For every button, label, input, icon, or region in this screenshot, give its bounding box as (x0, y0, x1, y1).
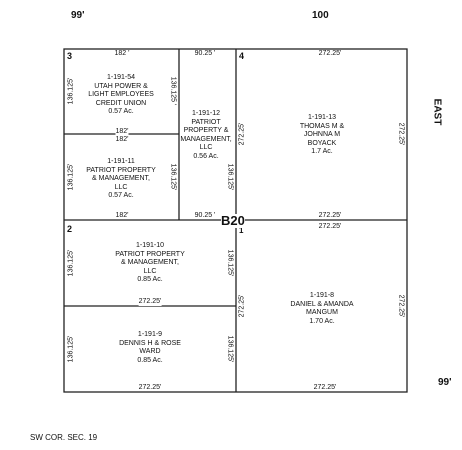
dim-right-lot12: 136.125' (226, 163, 234, 191)
dim-mid-lot11: 182' (115, 136, 129, 143)
owner-line: UTAH POWER & (94, 82, 148, 90)
owner-line: LIGHT EMPLOYEES (88, 91, 154, 98)
owner-line: LLC (143, 267, 157, 275)
owner-line: MANAGEMENT, (180, 135, 232, 143)
dim-left-lot13: 272.25' (238, 122, 246, 146)
owner-line: PATRIOT (191, 118, 221, 126)
dim-left-lot54: 136.125' (67, 77, 75, 105)
dim-top-lot8: 272.25' (318, 223, 342, 230)
lot-1-191-54[interactable]: 1-191-54 UTAH POWER & LIGHT EMPLOYEES CR… (88, 74, 154, 117)
dim-bottom-lot13: 272.25' (318, 212, 342, 219)
parcel-id: 1-191-9 (137, 331, 163, 338)
corner-note: SW COR. SEC. 19 (30, 433, 98, 442)
road-name-east: EAST (431, 98, 443, 126)
dim-right-lot10: 136.125' (226, 249, 234, 277)
owner-line: BOYACK (307, 139, 337, 147)
lot-1-191-13[interactable]: 1-191-13 THOMAS M & JOHNNA M BOYACK 1.7 … (300, 114, 344, 157)
dim-left-lot10: 136.125' (67, 249, 75, 277)
owner-line: THOMAS M & (299, 122, 345, 130)
owner-line: PATRIOT PROPERTY (86, 166, 156, 174)
parcel-area: 1.7 Ac. (311, 148, 333, 155)
dim-mid-lot10: 272.25' (138, 298, 162, 306)
owner-line: & MANAGEMENT, (121, 259, 179, 266)
dim-top-lot13: 272.25' (318, 50, 342, 57)
dim-bottom-lot12: 90.25 ' (194, 212, 216, 219)
parcel-area: 0.57 Ac. (108, 108, 134, 115)
dim-left-lot9: 136.125' (67, 335, 75, 363)
road-width-top-left: 99' (71, 10, 85, 21)
parcel-id: 1-191-11 (107, 158, 135, 165)
parcel-area: 0.56 Ac. (193, 152, 219, 160)
parcel-area: 0.85 Ac. (137, 356, 163, 364)
owner-line: DENNIS H & ROSE (119, 339, 181, 347)
parcel-area: 1.70 Ac. (309, 317, 335, 325)
lot-1-191-12[interactable]: 1-191-12 PATRIOT PROPERTY & MANAGEMENT, … (180, 110, 231, 161)
block-number-4: 4 (239, 51, 245, 61)
dim-mid-lot54: 182' (115, 128, 129, 136)
owner-line: LLC (114, 183, 128, 191)
dim-left-lot8: 272.25' (238, 294, 246, 318)
lot-1-191-9[interactable]: 1-191-9 DENNIS H & ROSE WARD 0.85 Ac. (119, 331, 181, 365)
block-label: B20 (221, 213, 245, 228)
owner-line: CREDIT UNION (95, 99, 147, 107)
lot-1-191-10[interactable]: 1-191-10 PATRIOT PROPERTY & MANAGEMENT, … (115, 242, 185, 285)
dim-top-lot12: 90.25 ' (194, 50, 216, 57)
owner-line: PATRIOT PROPERTY (115, 250, 185, 258)
dim-right-lot8: 272.25' (397, 294, 405, 318)
owner-line: WARD (139, 348, 161, 355)
lot-1-191-11[interactable]: 1-191-11 PATRIOT PROPERTY & MANAGEMENT, … (86, 158, 156, 201)
dim-right-lot9: 136.125' (226, 335, 234, 363)
road-number-top: 100 (312, 10, 329, 21)
block-number-2: 2 (67, 224, 73, 234)
block-number-1: 1 (239, 226, 244, 235)
dim-right-lot54: 136.125 ' (169, 76, 177, 106)
dim-top-lot54: 182 ' (114, 50, 130, 57)
dim-right-lot13: 272.25' (397, 122, 405, 146)
owner-line: JOHNNA M (303, 131, 341, 138)
lot-1-191-8[interactable]: 1-191-8 DANIEL & AMANDA MANGUM 1.70 Ac. (290, 292, 353, 326)
owner-line: PROPERTY & (183, 127, 229, 134)
parcel-area: 0.85 Ac. (137, 276, 163, 283)
block-number-3: 3 (67, 51, 73, 61)
owner-line: MANGUM (306, 309, 338, 316)
parcel-id: 1-191-10 (135, 242, 165, 249)
road-width-bottom-right: 99' (438, 377, 452, 388)
owner-line: DANIEL & AMANDA (290, 300, 354, 308)
parcel-id: 1-191-8 (309, 292, 335, 299)
dim-bottom-lot9: 272.25' (138, 384, 162, 391)
parcel-area: 0.57 Ac. (108, 192, 134, 199)
dim-bottom-lot11: 182' (115, 212, 129, 219)
parcel-id: 1-191-12 (191, 110, 221, 117)
owner-line: & MANAGEMENT, (92, 175, 150, 182)
parcel-id: 1-191-54 (106, 74, 136, 81)
owner-line: LLC (199, 144, 213, 151)
dim-bottom-lot8: 272.25' (313, 384, 337, 391)
parcel-id: 1-191-13 (307, 114, 337, 121)
dim-right-lot11: 136.125' (169, 163, 177, 191)
dim-left-lot11: 136.125' (67, 163, 75, 191)
